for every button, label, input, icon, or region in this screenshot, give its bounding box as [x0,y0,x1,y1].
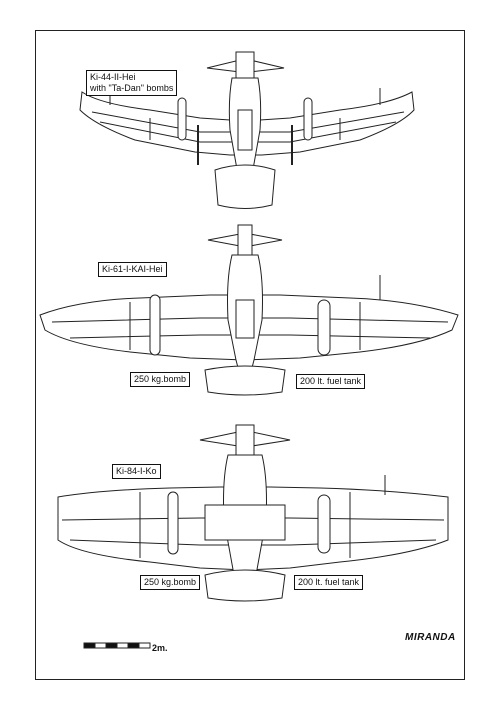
ki84-designation: Ki-84-I-Ko [116,466,157,476]
ki44-subtitle: with "Ta-Dan" bombs [90,83,174,93]
ki84-drawing [57,424,449,602]
drawing-border [35,30,465,680]
ki61-label: Ki-61-I-KAI-Hei [98,262,167,277]
ki84-bomb-callout: 250 kg.bomb [140,575,201,590]
ki61-bomb-callout: 250 kg.bomb [130,372,191,387]
ki44-drawing [79,51,415,209]
ki61-designation: Ki-61-I-KAI-Hei [102,264,163,274]
ki61-drawing [39,224,459,396]
scale-bar [83,642,151,649]
ki44-designation: Ki-44-II-Hei [90,72,136,82]
ki84-label: Ki-84-I-Ko [112,464,161,479]
ki61-tank-callout: 200 lt. fuel tank [296,374,366,389]
ki84-tank-callout: 200 lt. fuel tank [294,575,364,590]
ki44-label: Ki-44-II-Hei with "Ta-Dan" bombs [86,70,178,96]
scale-label: 2m. [152,643,168,653]
publisher-logo: MIRANDA [405,632,456,643]
